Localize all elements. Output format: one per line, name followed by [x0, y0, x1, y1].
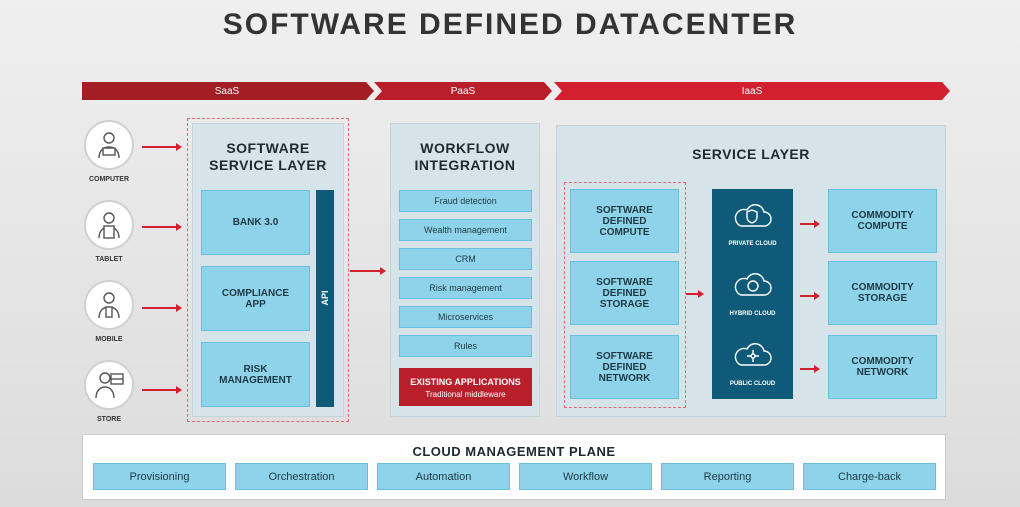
tablet-user-icon	[84, 200, 134, 250]
existing-applications-subtitle: Traditional middleware	[425, 390, 506, 399]
arrow-storage	[800, 292, 820, 300]
arrow-to-workflow	[350, 267, 386, 275]
banner-iaas: IaaS	[741, 85, 763, 97]
software-layer-boundary	[187, 118, 349, 422]
arrow-store	[142, 386, 182, 394]
private-cloud-icon	[732, 200, 772, 230]
page-title: SOFTWARE DEFINED DATACENTER	[222, 8, 798, 41]
workflow-item: Wealth management	[399, 219, 532, 241]
cloud-management-plane	[82, 434, 946, 500]
software-layer-title-1: SOFTWARE	[226, 140, 310, 156]
management-title: CLOUD MANAGEMENT PLANE	[412, 444, 616, 459]
compliance-box: COMPLIANCE APP	[201, 266, 310, 331]
software-layer-title-2: SERVICE LAYER	[209, 157, 327, 173]
api-bar	[316, 190, 334, 407]
store-user-icon	[84, 360, 134, 410]
service-model-banner	[82, 82, 950, 100]
device-label-mobile: MOBILE	[95, 336, 123, 343]
management-item: Workflow	[519, 463, 652, 490]
workflow-title-2: INTEGRATION	[414, 157, 516, 173]
hybrid-cloud-label: HYBRID CLOUD	[729, 311, 776, 317]
commodity-network-box: COMMODITY NETWORK	[828, 335, 937, 399]
api-label: API	[320, 290, 330, 306]
device-label-tablet: TABLET	[95, 256, 123, 263]
banner-paas: PaaS	[450, 85, 476, 97]
service-layer-title: SERVICE LAYER	[692, 146, 810, 162]
workflow-item: CRM	[399, 248, 532, 270]
management-item: Orchestration	[235, 463, 368, 490]
management-item: Charge-back	[803, 463, 936, 490]
arrow-mobile	[142, 304, 182, 312]
public-cloud-label: PUBLIC CLOUD	[729, 381, 776, 387]
arrow-network	[800, 365, 820, 373]
management-item: Automation	[377, 463, 510, 490]
public-cloud-icon	[732, 339, 772, 369]
arrow-tablet	[142, 223, 182, 231]
workflow-item: Fraud detection	[399, 190, 532, 212]
arrow-compute	[800, 220, 820, 228]
risk-management-box: RISK MANAGEMENT	[201, 342, 310, 407]
workflow-item: Rules	[399, 335, 532, 357]
computer-user-icon	[84, 120, 134, 170]
management-item: Provisioning	[93, 463, 226, 490]
workflow-title-1: WORKFLOW	[420, 140, 510, 156]
arrow-to-clouds	[686, 290, 704, 298]
defined-boundary	[564, 182, 686, 408]
commodity-storage-box: COMMODITY STORAGE	[828, 261, 937, 325]
existing-applications-title: EXISTING APPLICATIONS	[410, 377, 521, 387]
private-cloud-label: PRIVATE CLOUD	[728, 241, 777, 247]
banner-saas: SaaS	[214, 85, 240, 97]
existing-applications-box	[399, 368, 532, 406]
device-label-computer: COMPUTER	[88, 176, 130, 183]
management-item: Reporting	[661, 463, 794, 490]
device-label-store: STORE	[97, 416, 121, 423]
defined-network-box: SOFTWARE DEFINED NETWORK	[570, 335, 679, 399]
mobile-user-icon	[84, 280, 134, 330]
commodity-compute-box: COMMODITY COMPUTE	[828, 189, 937, 253]
workflow-item: Risk management	[399, 277, 532, 299]
arrow-computer	[142, 143, 182, 151]
bank-box: BANK 3.0	[201, 190, 310, 255]
defined-compute-box: SOFTWARE DEFINED COMPUTE	[570, 189, 679, 253]
hybrid-cloud-icon	[732, 269, 772, 299]
cloud-column	[712, 189, 793, 399]
workflow-item: Microservices	[399, 306, 532, 328]
defined-storage-box: SOFTWARE DEFINED STORAGE	[570, 261, 679, 325]
